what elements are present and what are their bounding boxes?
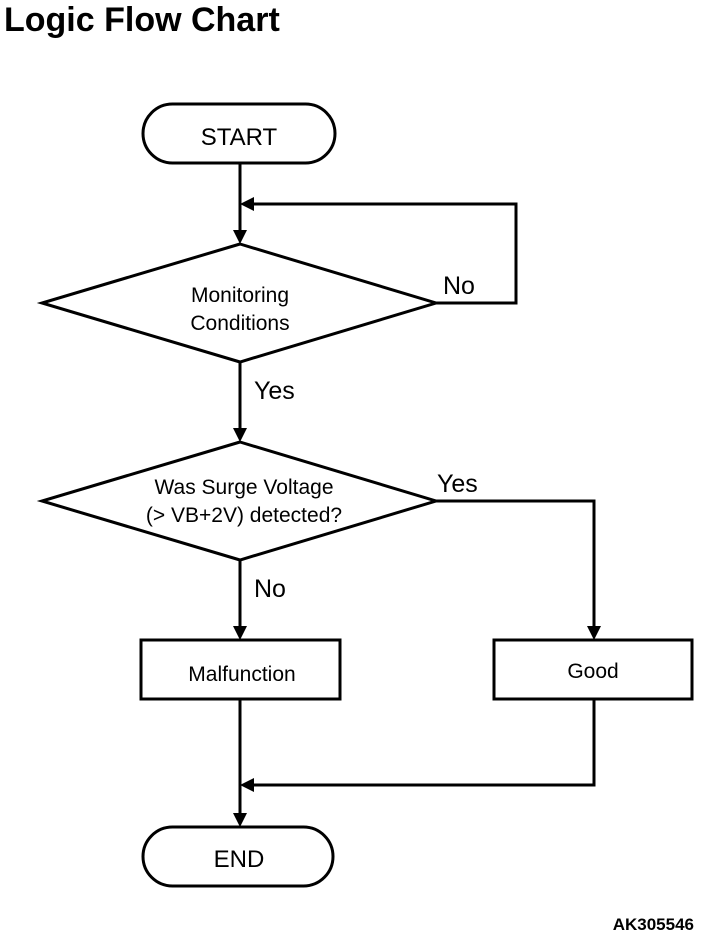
monitoring-yes-label: Yes: [254, 377, 295, 405]
malfunction-box: [139, 638, 342, 701]
monitoring-conditions-decision: [36, 242, 442, 364]
arrowhead-into-good: [587, 626, 601, 640]
arrowhead-into-end: [233, 813, 247, 827]
monitoring-no-label: No: [443, 272, 475, 300]
surge-yes-label: Yes: [437, 470, 478, 498]
end-terminator: [141, 825, 335, 888]
start-terminator: [141, 102, 337, 165]
arrowhead-into-malfunction: [233, 626, 247, 640]
end-label: END: [214, 846, 265, 873]
arrowhead-merge: [240, 778, 254, 792]
connector-surge-yes: [436, 499, 596, 626]
good-box: [492, 638, 694, 701]
figure-code: AK305546: [613, 915, 694, 934]
surge-voltage-line1: Was Surge Voltage: [155, 476, 334, 499]
arrowhead-no-loop: [240, 197, 254, 211]
monitoring-conditions-line2: Conditions: [190, 312, 289, 335]
page-title: Logic Flow Chart: [4, 1, 280, 39]
connector-monitoring-no-loop: [254, 202, 518, 305]
surge-voltage-line2: (> VB+2V) detected?: [146, 504, 342, 527]
surge-voltage-decision: [36, 440, 442, 562]
good-label: Good: [567, 660, 618, 683]
monitoring-conditions-line1: Monitoring: [191, 284, 289, 307]
start-label: START: [201, 124, 278, 151]
arrowhead-into-surge: [233, 428, 247, 442]
malfunction-label: Malfunction: [188, 663, 295, 686]
connector-good-to-end: [254, 699, 596, 787]
surge-no-label: No: [254, 575, 286, 603]
arrowhead-into-monitoring: [233, 230, 247, 244]
